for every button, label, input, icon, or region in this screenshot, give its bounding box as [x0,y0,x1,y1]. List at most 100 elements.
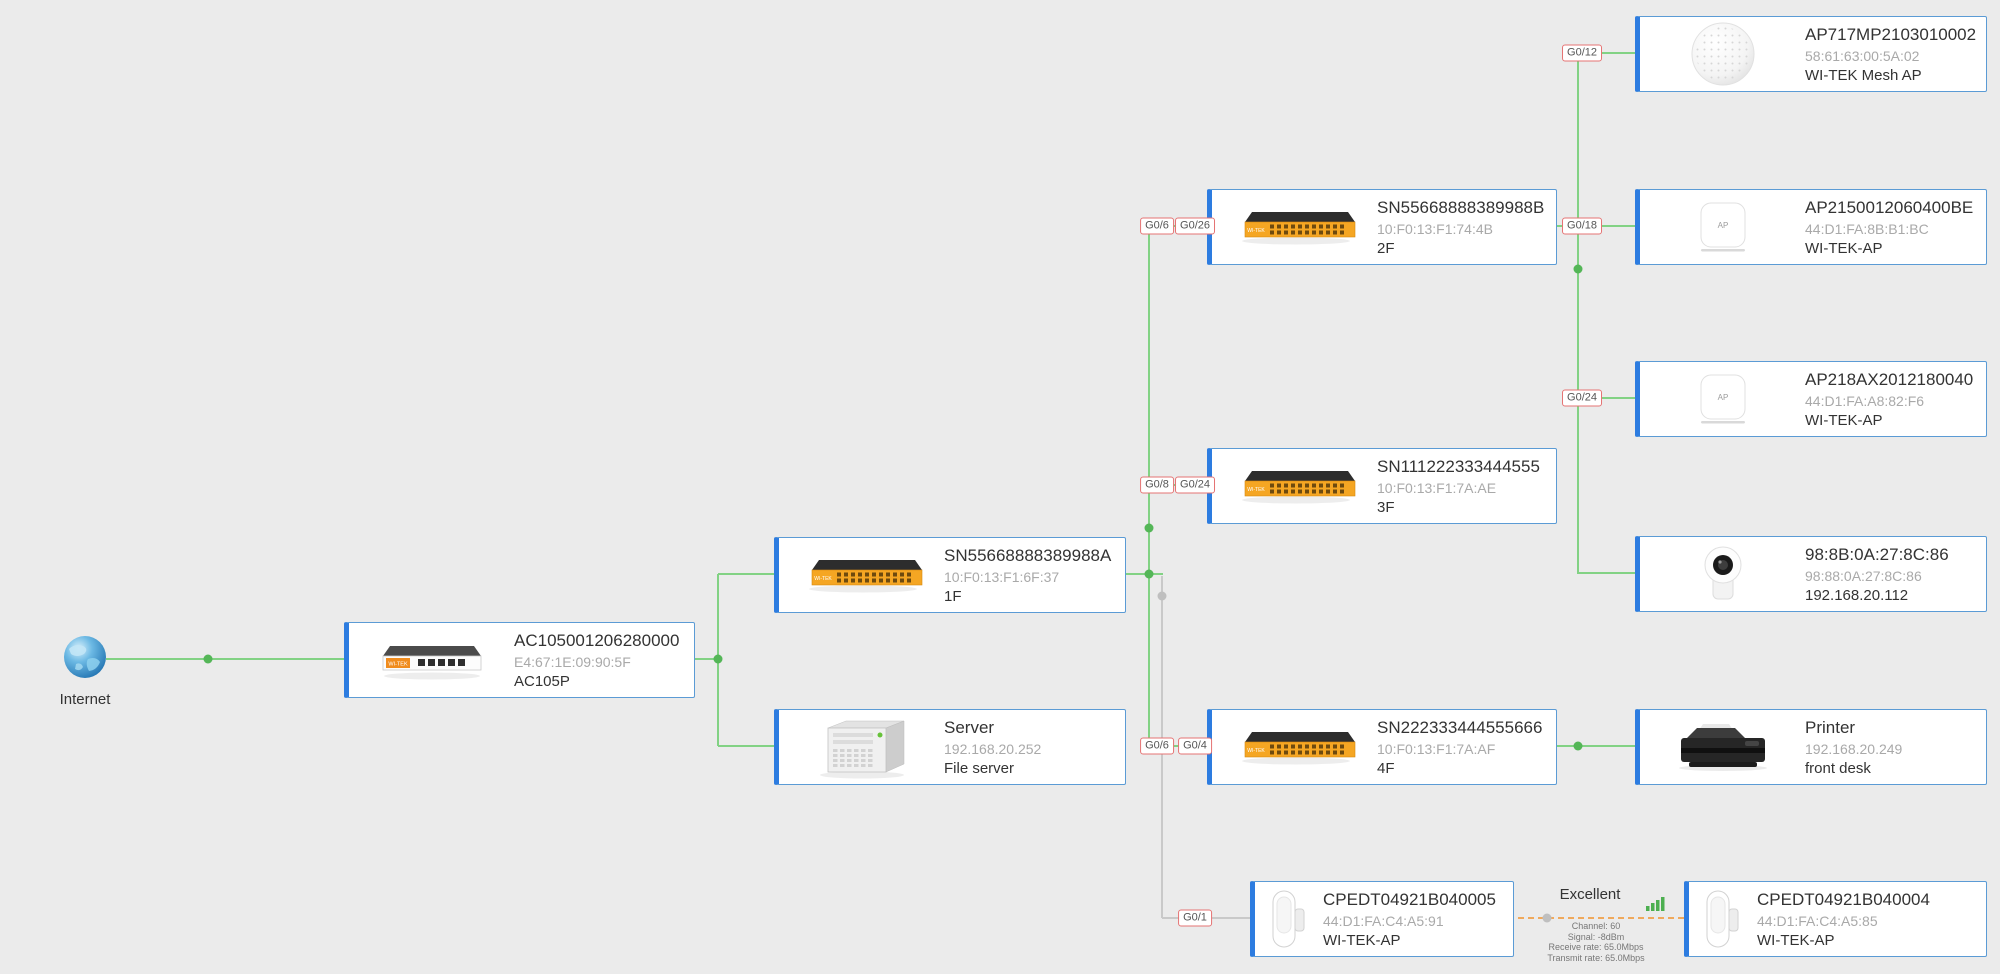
device-icon-area [1689,887,1757,951]
device-name: SN55668888389988A [944,545,1112,565]
device-name: AC105001206280000 [514,630,680,650]
device-name: CPEDT04921B040004 [1757,889,1930,909]
link-ac-branch [689,658,718,660]
device-icon-area: AP [1640,372,1805,426]
device-address: 44:D1:FA:A8:82:F6 [1805,392,1925,409]
link-switch-4f-printer [1551,745,1635,747]
link-trunk-ap-218 [1578,397,1635,399]
link-switch-1f-trunk [1120,573,1163,575]
device-node-ac105p[interactable]: WI-TEK AC105001206280000 E4:67:1E:09:90:… [344,622,695,698]
link-wireless-cpe [1508,917,1684,919]
port-badge: G0/24 [1175,476,1215,494]
svg-text:WI-TEK: WI-TEK [814,576,832,582]
port-badge: G0/12 [1562,44,1602,62]
device-node-switch-4f[interactable]: WI-TEK SN222333444555666 10:F0:13:F1:7A:… [1207,709,1557,785]
device-label: 4F [1377,759,1395,777]
device-node-cpe-005[interactable]: CPEDT04921B040005 44:D1:FA:C4:A5:91 WI-T… [1250,881,1514,957]
device-icon-area: WI-TEK [1212,208,1377,246]
link-status-dot [1542,913,1552,923]
svg-text:WI-TEK: WI-TEK [388,662,408,668]
device-icon-area [1640,18,1805,90]
device-label: File server [944,759,1015,777]
link-trunk-mesh-ap [1578,52,1635,54]
link-internet-ac [106,658,344,660]
link-trunk-switch-4f [1149,745,1207,747]
device-node-camera[interactable]: 98:8B:0A:27:8C:86 98:88:0A:27:8C:86 192.… [1635,536,1987,612]
device-icon-area: WI-TEK [1212,467,1377,505]
link-status-dot [1573,264,1583,274]
port-badge: G0/24 [1562,389,1602,407]
device-address: E4:67:1E:09:90:5F [514,653,631,670]
device-text-area: AP2150012060400BE 44:D1:FA:8B:B1:BC WI-T… [1805,198,1973,257]
device-name: Server [944,717,995,737]
device-name: SN55668888389988B [1377,197,1545,217]
device-name: 98:8B:0A:27:8C:86 [1805,544,1949,564]
device-node-switch-3f[interactable]: WI-TEK SN111222333444555 10:F0:13:F1:7A:… [1207,448,1557,524]
device-label: WI-TEK Mesh AP [1805,66,1922,84]
device-node-mesh-ap[interactable]: AP717MP2103010002 58:61:63:00:5A:02 WI-T… [1635,16,1987,92]
link-status-dot [1144,569,1154,579]
device-name: AP717MP2103010002 [1805,24,1977,44]
device-node-switch-2f[interactable]: WI-TEK SN55668888389988B 10:F0:13:F1:74:… [1207,189,1557,265]
port-badge: G0/6 [1140,737,1174,755]
device-text-area: 98:8B:0A:27:8C:86 98:88:0A:27:8C:86 192.… [1805,545,1949,604]
internet-globe-icon [64,636,106,678]
device-text-area: SN222333444555666 10:F0:13:F1:7A:AF 4F [1377,718,1542,777]
switch-icon: WI-TEK [1241,732,1355,765]
device-name: AP218AX2012180040 [1805,369,1974,389]
ap-icon: AP [1700,374,1745,424]
device-label: WI-TEK-AP [1805,239,1883,257]
device-icon-area [1640,722,1805,772]
port-badge: G0/1 [1178,909,1212,927]
device-address: 44:D1:FA:8B:B1:BC [1805,220,1929,237]
device-node-printer[interactable]: Printer 192.168.20.249 front desk [1635,709,1987,785]
svg-text:AP: AP [1717,221,1728,230]
svg-text:WI-TEK: WI-TEK [1247,228,1265,234]
device-node-cpe-004[interactable]: CPEDT04921B040004 44:D1:FA:C4:A5:85 WI-T… [1684,881,1987,957]
device-text-area: SN111222333444555 10:F0:13:F1:7A:AE 3F [1377,457,1540,516]
internet-label: Internet [59,691,111,708]
device-label: 1F [944,587,962,605]
device-node-switch-1f[interactable]: WI-TEK SN55668888389988A 10:F0:13:F1:6F:… [774,537,1126,613]
link-status-dot [203,654,213,664]
device-icon-area: AP [1640,200,1805,254]
mesh-ap-icon [1691,22,1754,86]
device-address: 192.168.20.249 [1805,740,1903,757]
port-badge: G0/26 [1175,217,1215,235]
link-status-dot [1157,591,1167,601]
device-text-area: SN55668888389988A 10:F0:13:F1:6F:37 1F [944,546,1111,605]
device-icon-area [1255,887,1323,951]
svg-text:WI-TEK: WI-TEK [1247,748,1265,754]
device-label: 2F [1377,239,1395,257]
ap-icon: AP [1700,202,1745,252]
device-icon-area [779,714,944,780]
device-text-area: Printer 192.168.20.249 front desk [1805,718,1902,777]
device-label: WI-TEK-AP [1805,411,1883,429]
switch-icon: WI-TEK [1241,212,1355,245]
device-node-ap-218[interactable]: AP AP218AX2012180040 44:D1:FA:A8:82:F6 W… [1635,361,1987,437]
device-label: WI-TEK-AP [1757,931,1835,949]
device-name: SN222333444555666 [1377,717,1543,737]
device-address: 10:F0:13:F1:74:4B [1377,220,1493,237]
device-icon-area: WI-TEK [1212,728,1377,766]
wireless-receive-rate: Receive rate: 65.0Mbps [1548,942,1644,952]
link-status-dot [1144,523,1154,533]
device-address: 192.168.20.252 [944,740,1042,757]
internet-node: Internet [58,634,112,708]
device-name: AP2150012060400BE [1805,197,1974,217]
device-text-area: CPEDT04921B040005 44:D1:FA:C4:A5:91 WI-T… [1323,890,1496,949]
link-status-dot [1573,741,1583,751]
device-text-area: SN55668888389988B 10:F0:13:F1:74:4B 2F [1377,198,1544,257]
printer-icon [1678,724,1767,771]
server-icon [819,720,904,779]
camera-icon [1704,546,1741,600]
link-trunk-camera [1578,572,1635,574]
cpe-icon [1272,890,1305,948]
device-node-ap-215[interactable]: AP AP2150012060400BE 44:D1:FA:8B:B1:BC W… [1635,189,1987,265]
switch-icon: WI-TEK [808,560,922,593]
device-node-file-server[interactable]: Server 192.168.20.252 File server [774,709,1126,785]
device-address: 44:D1:FA:C4:A5:91 [1323,912,1444,929]
svg-text:AP: AP [1717,393,1728,402]
device-label: front desk [1805,759,1871,777]
